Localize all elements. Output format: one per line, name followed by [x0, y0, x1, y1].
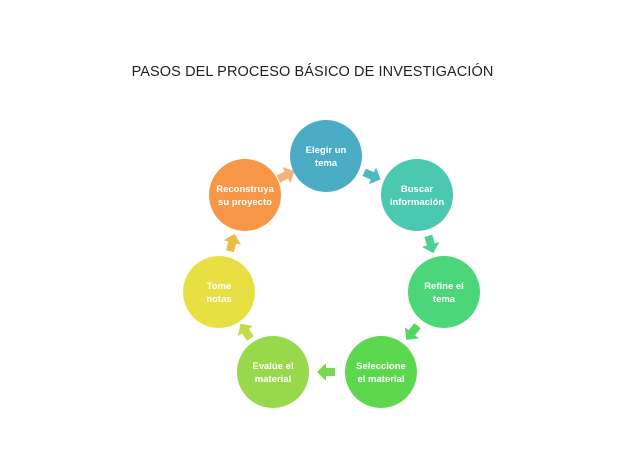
cycle-arrow-icon	[362, 167, 381, 185]
cycle-arrows	[223, 166, 440, 381]
step-label-line: Reconstruya	[216, 184, 274, 195]
step-label-line: Refine el	[424, 281, 464, 292]
step-label-line: Tome	[207, 281, 232, 292]
step-label-line: Evalúe el	[252, 361, 293, 372]
cycle-arrow-icon	[276, 166, 295, 184]
step-label-line: Seleccione	[356, 361, 406, 372]
step-circle	[381, 159, 453, 231]
step-circle	[290, 120, 362, 192]
step-label-line: tema	[433, 294, 456, 305]
cycle-arrow-icon	[237, 323, 254, 341]
step-node-1: Elegir un tema	[290, 120, 362, 192]
step-circle	[345, 336, 417, 408]
step-label-line: información	[390, 197, 445, 208]
step-label-line: su proyecto	[218, 197, 272, 208]
step-circle	[237, 336, 309, 408]
step-label-line: Buscar	[401, 184, 434, 195]
cycle-arrow-icon	[223, 233, 241, 253]
step-circle	[408, 256, 480, 328]
step-node-3: Refine el tema	[408, 256, 480, 328]
step-label-line: material	[255, 374, 291, 385]
step-circle	[183, 256, 255, 328]
step-label-line: notas	[206, 294, 231, 305]
step-label-line: Elegir un	[306, 145, 347, 156]
step-node-7: Reconstruya su proyecto	[209, 159, 281, 231]
diagram-title: PASOS DEL PROCESO BÁSICO DE INVESTIGACIÓ…	[131, 64, 494, 80]
step-label-line: tema	[315, 158, 338, 169]
step-circle	[209, 159, 281, 231]
step-label-line: el material	[358, 374, 405, 385]
step-node-6: Tome notas	[183, 256, 255, 328]
cycle-arrow-icon	[422, 234, 440, 254]
cycle-arrow-icon	[317, 363, 335, 381]
step-node-2: Buscar información	[381, 159, 453, 231]
cycle-arrow-icon	[404, 323, 421, 340]
step-node-4: Seleccione el material	[345, 336, 417, 408]
step-node-5: Evalúe el material	[237, 336, 309, 408]
